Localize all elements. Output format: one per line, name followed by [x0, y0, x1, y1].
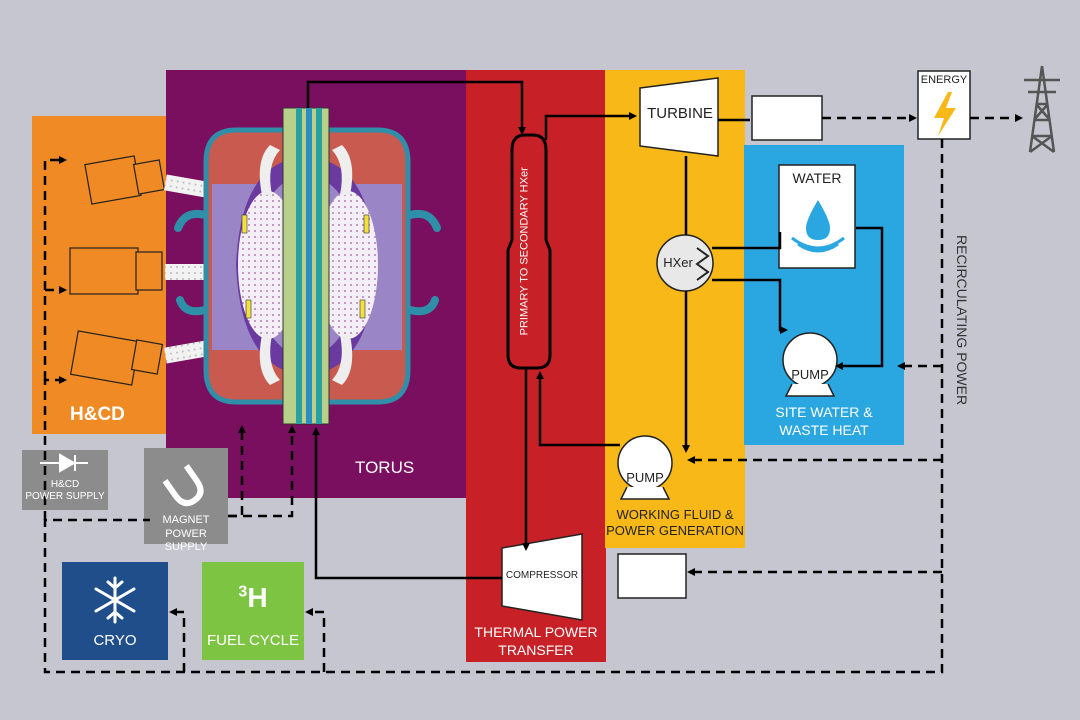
- hcd-launchers: [69, 155, 166, 386]
- cryo-label: CRYO: [93, 632, 137, 649]
- hcd-label: H&CD: [70, 404, 125, 425]
- pump-site-shape: [782, 332, 838, 397]
- turbine-label: TURBINE: [647, 105, 713, 122]
- fuel-cycle-label: FUEL CYCLE: [207, 632, 299, 649]
- energy-box: [917, 70, 971, 140]
- working-label-2: POWER GENERATION: [606, 523, 744, 538]
- pump-working-shape: [617, 435, 673, 500]
- diode-icon: [40, 453, 88, 473]
- hcd-beam-ducts: [163, 174, 209, 364]
- thermal-label-2: TRANSFER: [498, 642, 574, 658]
- pump-site-label: PUMP: [791, 367, 829, 382]
- generator-box: [751, 95, 823, 141]
- fuel-cycle-box: [202, 562, 304, 660]
- hcd-ps-label-2: POWER SUPPLY: [25, 491, 105, 502]
- recirculating-label: RECIRCULATING POWER: [954, 235, 971, 406]
- water-drop-icon: [806, 200, 830, 240]
- transmission-tower-icon: [1024, 65, 1060, 154]
- turbine-shape: [639, 77, 719, 157]
- pump-working-label: PUMP: [626, 470, 664, 485]
- working-label-1: WORKING FLUID &: [616, 507, 734, 522]
- tritium-symbol: H: [247, 582, 268, 613]
- compressor-shape: [501, 533, 583, 621]
- hxer-coil-icon: [695, 247, 710, 281]
- thermal-label-1: THERMAL POWER: [474, 624, 598, 640]
- hxer-label: HXer: [663, 255, 693, 270]
- energy-label: ENERGY: [920, 74, 968, 86]
- tritium-superscript: 3: [238, 583, 248, 601]
- magnet-power-supply-box: [144, 448, 228, 544]
- snowflake-icon: [94, 576, 136, 624]
- tritium-label: 3H: [202, 582, 304, 614]
- magnet-ps-label-2: POWER SUPPLY: [164, 528, 208, 553]
- hcd-ps-label-1: H&CD: [50, 479, 80, 490]
- compressor-drive-box: [617, 553, 687, 599]
- magnet-ps-label-1: MAGNET: [162, 514, 210, 526]
- water-ripple-icon: [791, 236, 845, 253]
- primary-hx-body: [506, 133, 552, 370]
- water-label: WATER: [792, 170, 842, 186]
- recirculating-power-lines: [43, 114, 1023, 674]
- magnet-icon: [162, 464, 204, 507]
- site-label-1: SITE WATER &: [775, 404, 873, 420]
- lightning-icon: [934, 92, 956, 136]
- compressor-label: COMPRESSOR: [505, 570, 579, 581]
- primary-hx-label: PRIMARY TO SECONDARY HXer: [518, 167, 531, 336]
- primary-flow-lines: [306, 80, 884, 580]
- torus-label: TORUS: [355, 458, 415, 477]
- site-label-2: WASTE HEAT: [779, 422, 869, 438]
- tokamak-vessel: [174, 107, 441, 425]
